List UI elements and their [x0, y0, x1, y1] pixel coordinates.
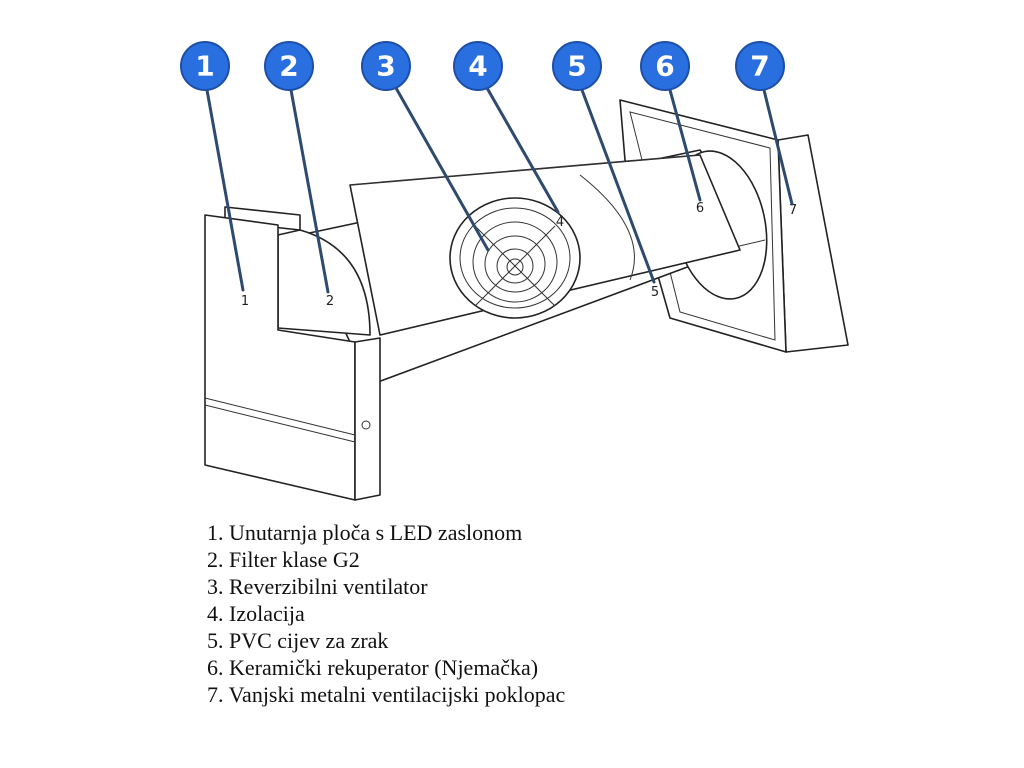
callout-badge-4: 4 [453, 41, 503, 91]
legend-item: 1. Unutarnja ploča s LED zaslonom [207, 520, 523, 545]
callout-badge-6: 6 [640, 41, 690, 91]
legend-item: 6. Keramički rekuperator (Njemačka) [207, 655, 539, 680]
part-label-6: 6 [696, 201, 704, 216]
svg-text:2: 2 [279, 50, 298, 83]
callout-badge-5: 5 [552, 41, 602, 91]
filter [277, 229, 371, 336]
leader-lines [205, 86, 794, 294]
legend-item: 5. PVC cijev za zrak [207, 628, 389, 653]
svg-text:6: 6 [655, 50, 674, 83]
svg-text:1: 1 [195, 50, 214, 83]
part-label-4: 4 [556, 215, 564, 230]
part-label-1: 1 [241, 294, 249, 309]
legend-item: 3. Reverzibilni ventilator [207, 574, 428, 599]
fan [449, 197, 581, 319]
svg-text:5: 5 [567, 50, 586, 83]
parts-legend: 1. Unutarnja ploča s LED zaslonom 2. Fil… [207, 519, 565, 708]
legend-item: 4. Izolacija [207, 601, 305, 626]
legend-item: 2. Filter klase G2 [207, 547, 360, 572]
svg-text:4: 4 [468, 50, 487, 83]
part-label-7: 7 [789, 203, 797, 218]
part-label-5: 5 [651, 285, 659, 300]
svg-text:7: 7 [750, 50, 769, 83]
callout-badge-1: 1 [180, 41, 230, 91]
part-label-2: 2 [326, 294, 334, 309]
legend-item: 7. Vanjski metalni ventilacijski poklopa… [207, 682, 566, 707]
callout-badge-3: 3 [361, 41, 411, 91]
callout-badge-2: 2 [264, 41, 314, 91]
svg-text:3: 3 [376, 50, 395, 83]
callout-badge-7: 7 [735, 41, 785, 91]
